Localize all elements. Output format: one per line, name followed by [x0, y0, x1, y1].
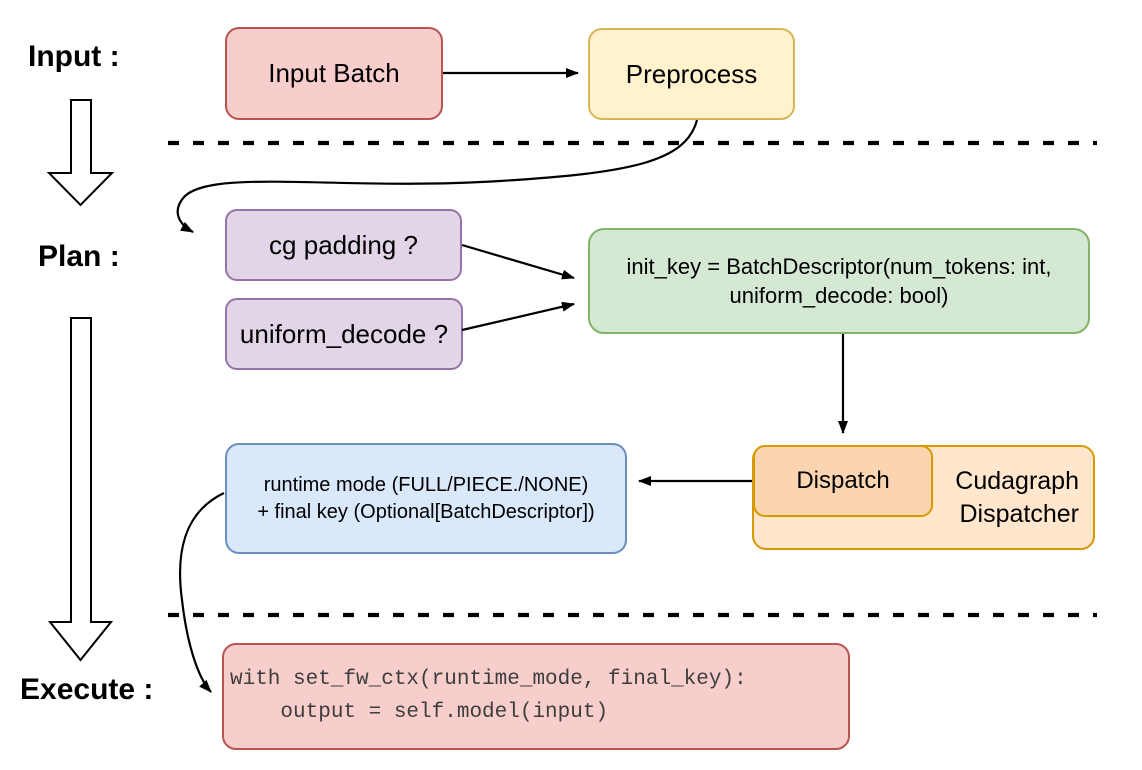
stage-arrow-plan-to-execute: [47, 317, 114, 662]
execute-code-line2: output = self.model(input): [230, 700, 609, 724]
node-uniform-decode: uniform_decode ?: [225, 298, 463, 370]
stage-label-input: Input :: [28, 40, 120, 73]
node-input-batch: Input Batch: [225, 27, 443, 120]
node-execute-code: with set_fw_ctx(runtime_mode, final_key)…: [222, 643, 850, 750]
stage-arrow-input-to-plan: [46, 99, 115, 207]
node-cg-padding: cg padding ?: [225, 209, 462, 281]
node-init-key: init_key = BatchDescriptor(num_tokens: i…: [588, 228, 1090, 334]
stage-label-execute: Execute :: [20, 673, 154, 706]
node-dispatch-label: Dispatch: [796, 467, 890, 495]
node-uniform-decode-label: uniform_decode ?: [239, 318, 449, 349]
node-init-key-line2: uniform_decode: bool): [729, 283, 949, 308]
stage-label-plan: Plan :: [38, 240, 120, 273]
edge-cgpadding-to-initkey: [461, 243, 575, 280]
node-runtime-mode-line1: runtime mode (FULL/PIECE./NONE): [263, 474, 589, 497]
node-cudagraph-dispatcher-line2: Dispatcher: [959, 499, 1080, 528]
node-input-batch-label: Input Batch: [268, 58, 400, 89]
node-runtime-mode-line2: + final key (Optional[BatchDescriptor]): [257, 500, 595, 523]
node-dispatch: Dispatch: [753, 445, 933, 517]
node-init-key-line1: init_key = BatchDescriptor(num_tokens: i…: [626, 253, 1052, 279]
execute-code-line1: with set_fw_ctx(runtime_mode, final_key)…: [230, 667, 747, 691]
node-runtime-mode: runtime mode (FULL/PIECE./NONE) + final …: [225, 443, 627, 554]
node-cg-padding-label: cg padding ?: [269, 229, 418, 260]
edge-runtimemode-to-executecode: [179, 492, 225, 693]
node-preprocess-label: Preprocess: [625, 58, 758, 89]
node-cudagraph-dispatcher-line1: Cudagraph: [955, 466, 1079, 495]
node-preprocess: Preprocess: [588, 28, 795, 120]
edge-uniformdecode-to-initkey: [461, 301, 575, 332]
